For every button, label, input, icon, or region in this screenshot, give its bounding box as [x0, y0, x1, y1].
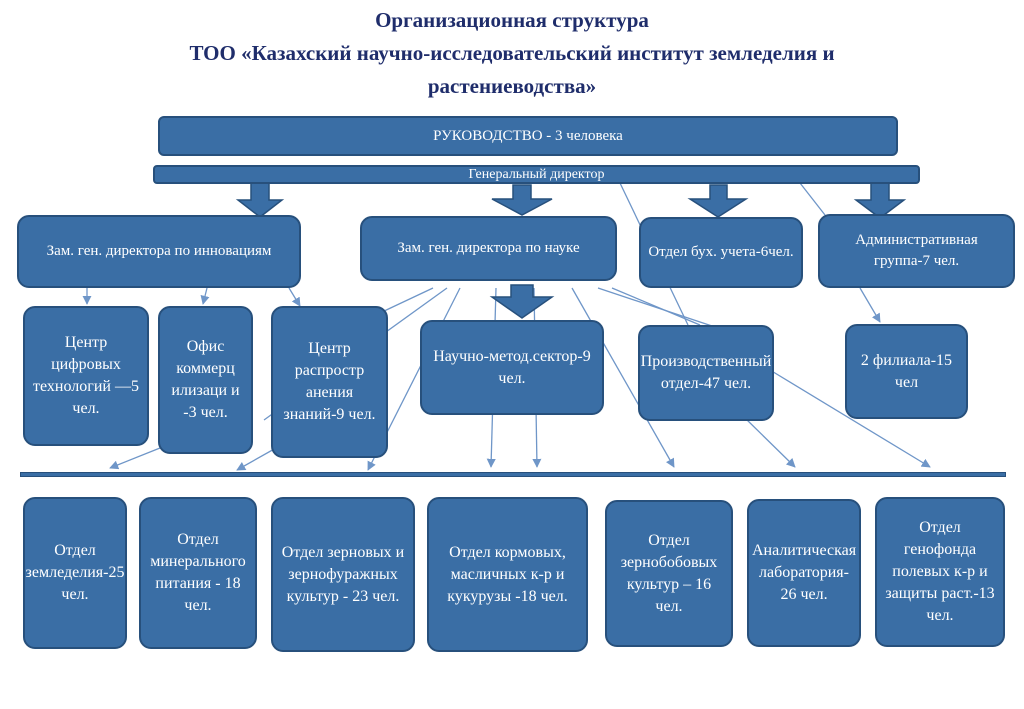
- down-arrow-icon: [235, 182, 285, 218]
- connector-line: [571, 287, 675, 468]
- connector-line: [769, 369, 931, 468]
- dept-mineral-box: Отдел минерального питания - 18 чел.: [139, 497, 257, 649]
- connector-line: [109, 447, 161, 470]
- chart-title-line2: ТОО «Казахский научно-исследовательский …: [189, 41, 835, 65]
- management-box: РУКОВОДСТВО - 3 человека: [158, 116, 898, 156]
- production-dept-box: Производственный отдел-47 чел.: [638, 325, 774, 421]
- commercialization-office-box: Офис коммерц илизаци и -3 чел.: [158, 306, 253, 454]
- dept-genefund-box: Отдел генофонда полевых к-р и защиты рас…: [875, 497, 1005, 647]
- chart-title-line1: Организационная структура: [375, 8, 649, 32]
- down-arrow-icon: [687, 184, 749, 218]
- accounting-box: Отдел бух. учета-6чел.: [639, 217, 803, 288]
- methodology-sector-box: Научно-метод.сектор-9 чел.: [420, 320, 604, 415]
- down-arrow-icon: [491, 184, 553, 216]
- digital-center-box: Центр цифровых технологий —5 чел.: [23, 306, 149, 446]
- connector-line: [744, 417, 796, 468]
- connector-line: [611, 287, 701, 326]
- dept-legumes-box: Отдел зернобобовых культур – 16 чел.: [605, 500, 733, 647]
- connector-line: [200, 287, 210, 305]
- knowledge-center-box: Центр распростр анения знаний-9 чел.: [271, 306, 388, 458]
- general-director-bar: Генеральный директор: [153, 165, 920, 184]
- connector-line: [859, 287, 881, 323]
- connector-line: [799, 182, 826, 216]
- deputy-innovation-box: Зам. ген. директора по инновациям: [17, 215, 301, 288]
- chart-title-line3: растениеводства»: [427, 74, 597, 98]
- connector-line: [288, 287, 301, 307]
- deputy-science-box: Зам. ген. директора по науке: [360, 216, 617, 281]
- analytical-lab-box: Аналитическая лаборатория- 26 чел.: [747, 499, 861, 647]
- dept-grain-box: Отдел зерновых и зернофуражных культур -…: [271, 497, 415, 652]
- departments-bar: [20, 472, 1006, 477]
- dept-forage-box: Отдел кормовых, масличных к-р и кукурузы…: [427, 497, 588, 652]
- dept-farming-box: Отдел земледелия-25 чел.: [23, 497, 127, 649]
- down-arrow-icon: [853, 182, 907, 219]
- connector-line: [236, 447, 277, 471]
- down-arrow-icon: [489, 284, 555, 319]
- branches-box: 2 филиала-15 чел: [845, 324, 968, 419]
- admin-group-box: Административная группа-7 чел.: [818, 214, 1015, 288]
